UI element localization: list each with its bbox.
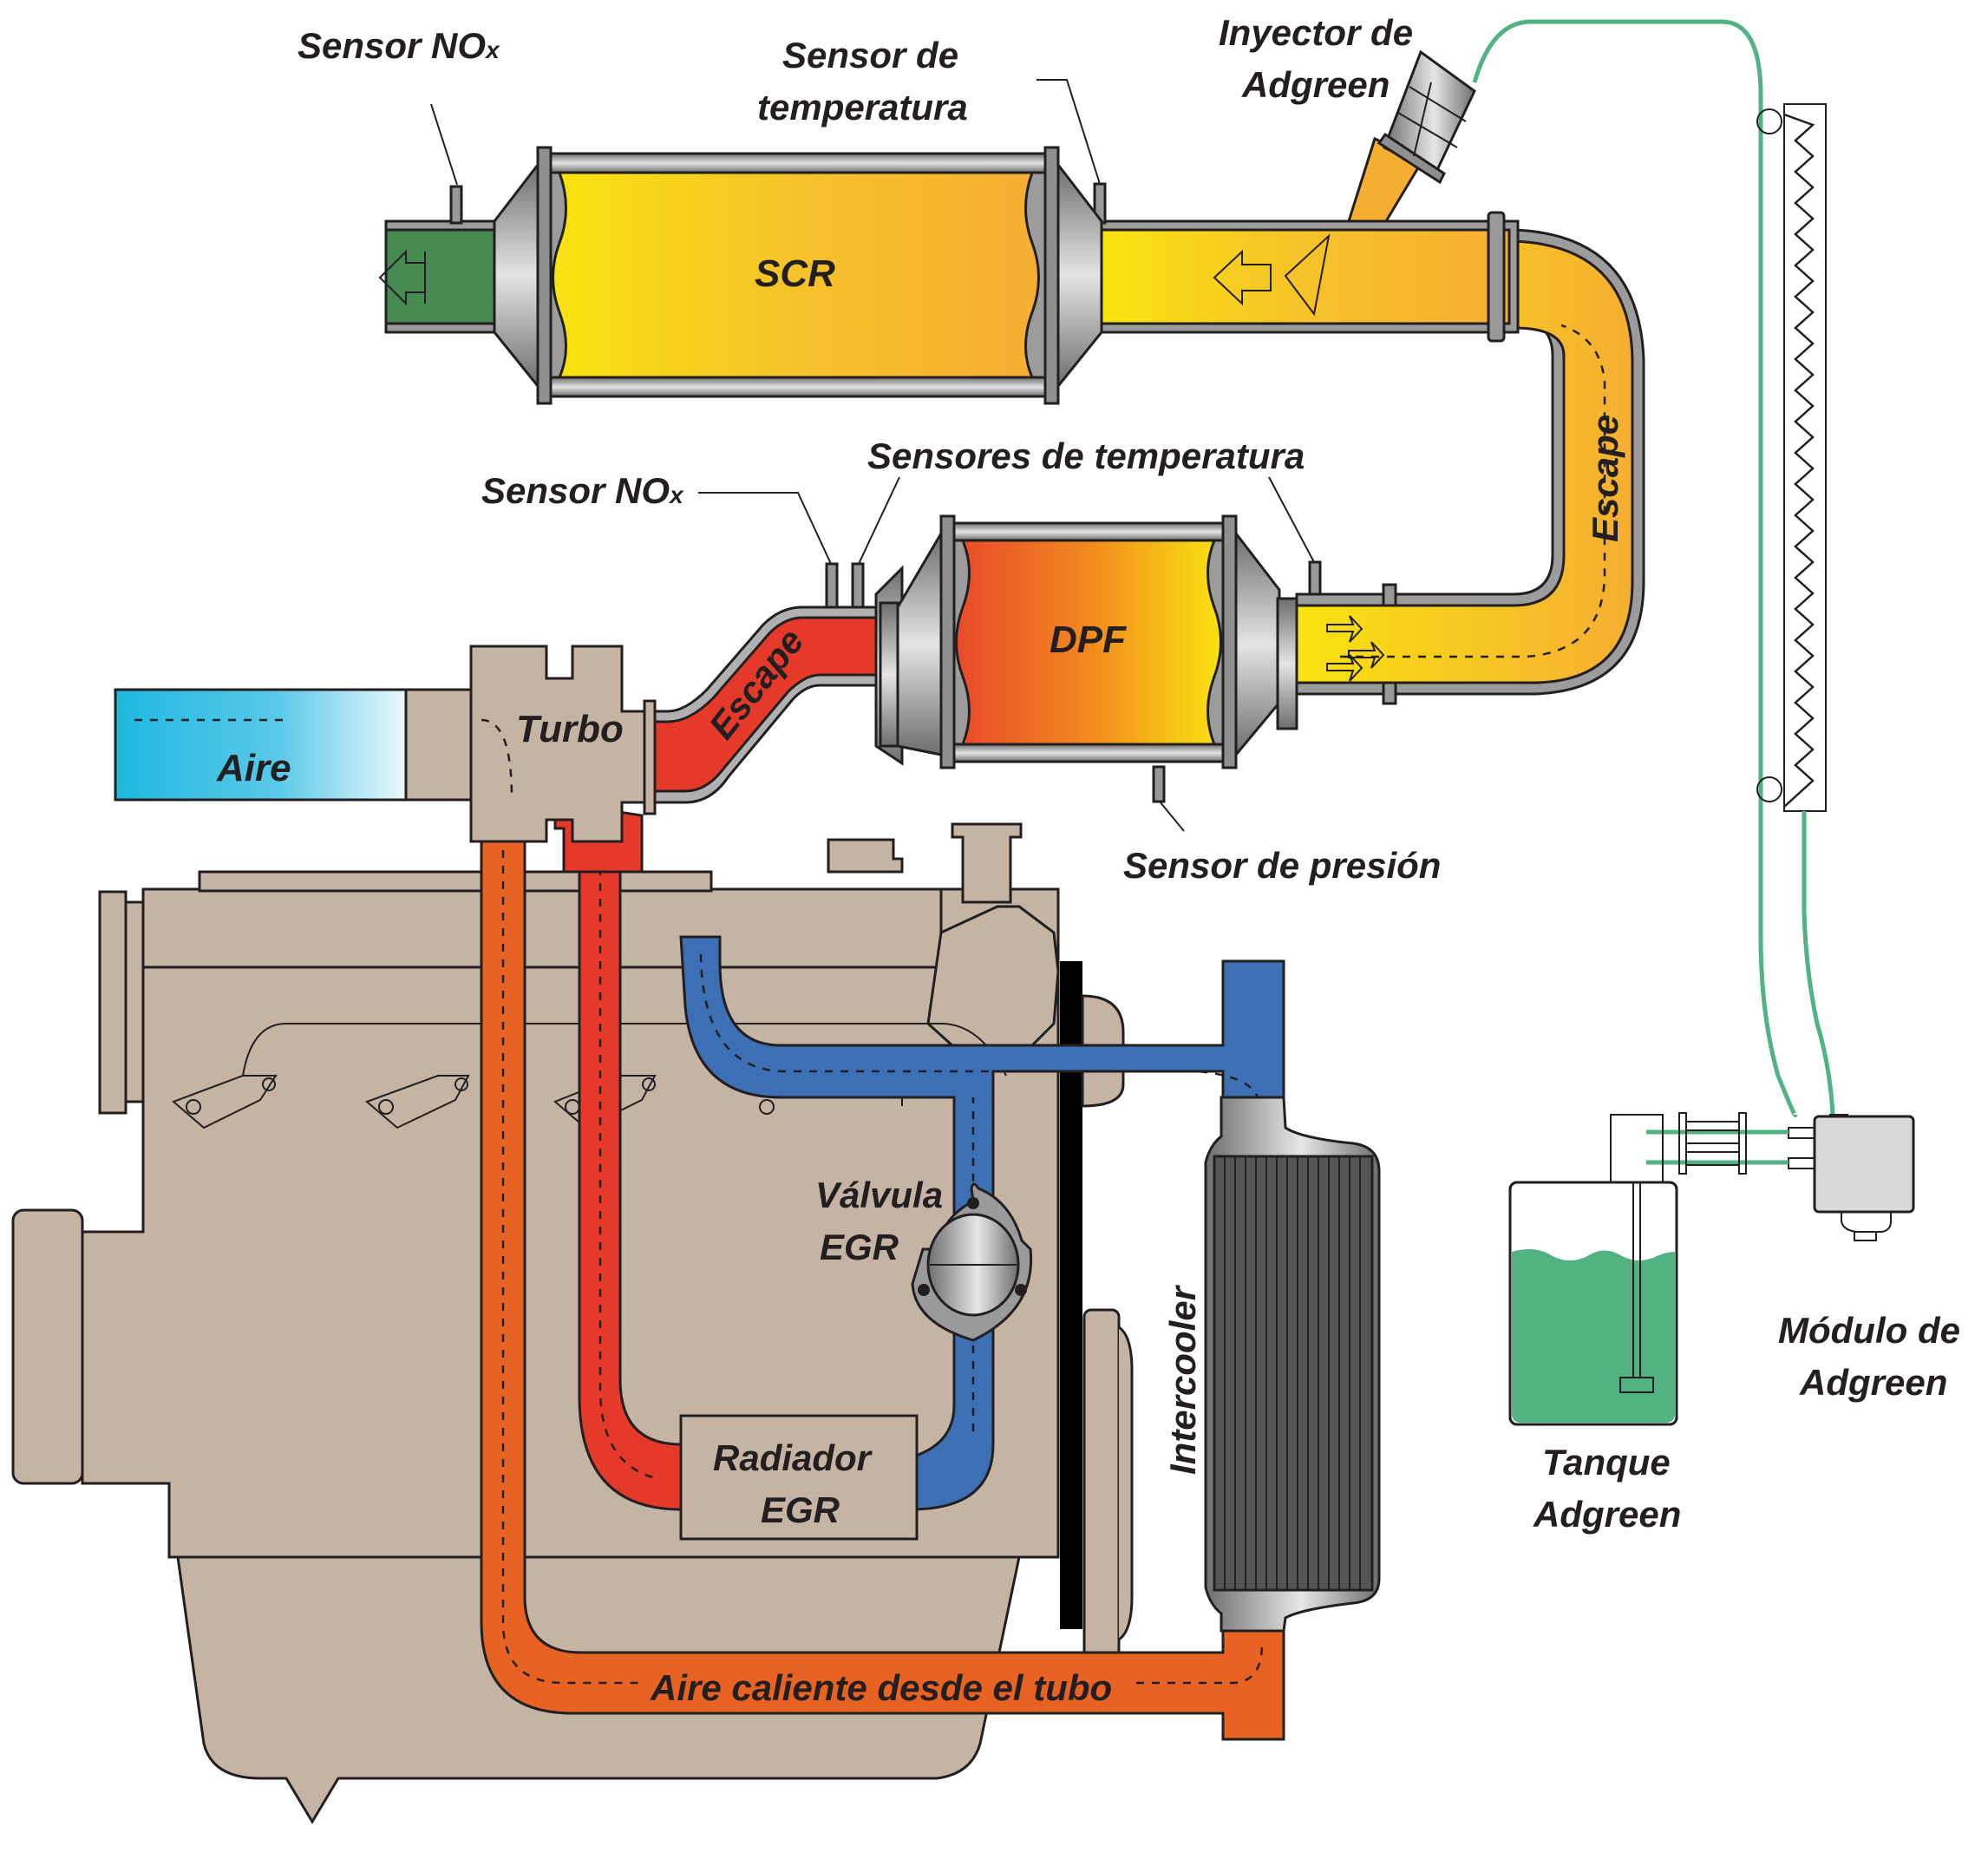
flow-arrows-white: [1326, 615, 1385, 682]
scr[interactable]: SCR: [378, 146, 1520, 405]
label-injector-1: Inyector de: [1219, 12, 1413, 53]
label-escape-right: Escape: [1585, 415, 1625, 542]
temp-sensor-probe-pre-dpf: [851, 562, 865, 609]
exhaust-pipe-u[interactable]: Escape: [1295, 228, 1645, 705]
intercooler-fins: [1224, 1155, 1361, 1591]
egr-radiator[interactable]: Radiador EGR: [679, 1414, 919, 1541]
label-tanque-2: Adgreen: [1533, 1494, 1681, 1535]
adgreen-connector: [1646, 1112, 1789, 1175]
label-valvula-1: Válvula: [815, 1175, 943, 1215]
label-aire-caliente: Aire caliente desde el tubo: [650, 1667, 1112, 1708]
label-sensor-temp-top-1: Sensor de: [782, 35, 958, 75]
label-modulo-1: Módulo de: [1778, 1310, 1960, 1351]
adgreen-heated-line: [1472, 19, 1835, 1117]
dpf[interactable]: DPF: [825, 514, 1322, 803]
air-intake[interactable]: Aire: [114, 688, 473, 802]
label-sensor-temp-top-2: temperatura: [757, 87, 968, 128]
pressure-sensor-probe: [1152, 765, 1166, 803]
label-aire: Aire: [216, 747, 291, 789]
turbo[interactable]: Turbo: [469, 645, 657, 874]
label-sensores-temp: Sensores de temperatura: [867, 435, 1305, 476]
label-sensor-presion: Sensor de presión: [1123, 845, 1441, 886]
nox-sensor-probe-mid: [825, 562, 839, 609]
label-dpf: DPF: [1050, 619, 1127, 661]
adgreen-module[interactable]: Módulo de Adgreen: [1778, 1114, 1960, 1403]
flow-arrow-yellow: [1213, 249, 1272, 306]
label-scr: SCR: [755, 252, 835, 295]
label-sensor-nox-mid: Sensor NOx: [481, 470, 684, 511]
callouts: Sensor NOx Sensor de temperatura Inyecto…: [298, 12, 1441, 886]
label-injector-2: Adgreen: [1241, 64, 1390, 105]
nox-sensor-probe-top: [449, 185, 463, 225]
adgreen-spray: [1284, 233, 1331, 317]
adgreen-injector[interactable]: [1346, 49, 1476, 223]
label-radiador-1: Radiador: [713, 1437, 873, 1478]
label-radiador-2: EGR: [761, 1489, 840, 1530]
charge-air-pipe: Aire caliente desde el tubo: [480, 835, 1285, 1741]
outlet-arrow: [378, 249, 426, 306]
label-tanque-1: Tanque: [1542, 1442, 1671, 1483]
label-valvula-2: EGR: [820, 1227, 899, 1267]
label-sensor-nox-top: Sensor NOx: [298, 25, 500, 66]
egr-valve[interactable]: Válvula EGR: [815, 1175, 1033, 1342]
label-turbo: Turbo: [516, 708, 624, 750]
label-modulo-2: Adgreen: [1799, 1362, 1947, 1403]
exhaust-pipe-hot[interactable]: Escape: [653, 605, 878, 804]
adgreen-tank[interactable]: Tanque Adgreen: [1508, 1114, 1681, 1535]
label-intercooler: Intercooler: [1162, 1284, 1203, 1475]
intercooler[interactable]: Intercooler: [1162, 1096, 1381, 1633]
